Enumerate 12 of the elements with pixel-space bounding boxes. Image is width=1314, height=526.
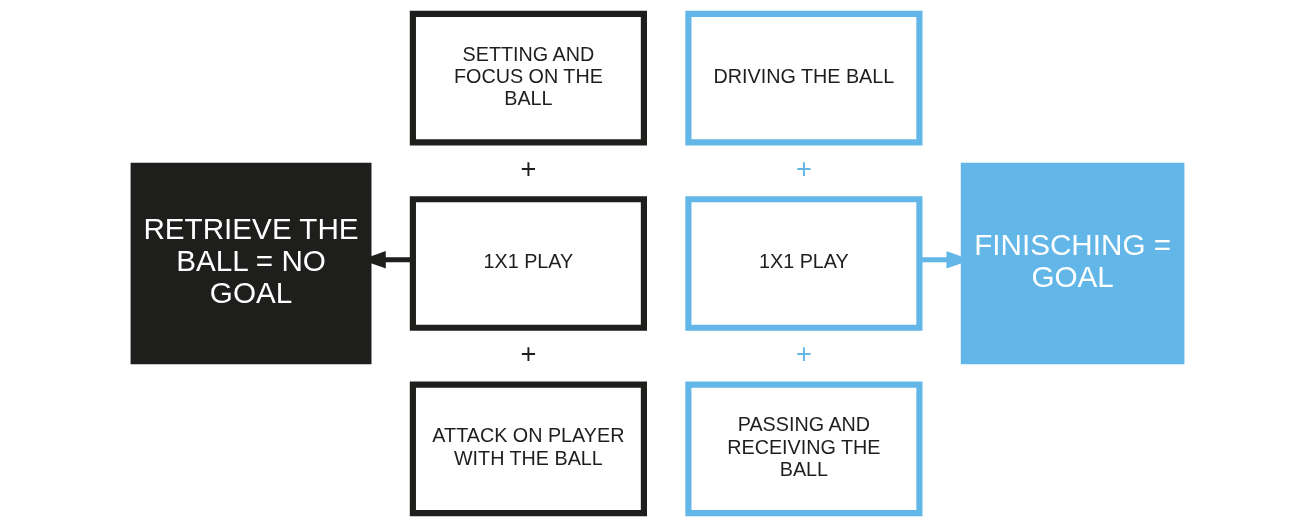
node-box: 1X1 PLAY: [409, 195, 647, 331]
node-box: ATTACK ON PLAYER WITH THE BALL: [409, 381, 647, 516]
node-box: DRIVING THE BALL: [684, 10, 922, 145]
node-box: RETRIEVE THE BALL = NO GOAL: [130, 162, 371, 364]
node-box: 1X1 PLAY: [684, 195, 922, 331]
label: +: [519, 337, 536, 369]
label: +: [795, 337, 812, 369]
label: +: [519, 152, 536, 184]
node-box: SETTING AND FOCUS ON THE BALL: [409, 10, 647, 145]
label: +: [795, 152, 812, 184]
node-box: PASSING AND RECEIVING THE BALL: [684, 381, 922, 516]
node-box: FINISCHING = GOAL: [960, 162, 1184, 364]
